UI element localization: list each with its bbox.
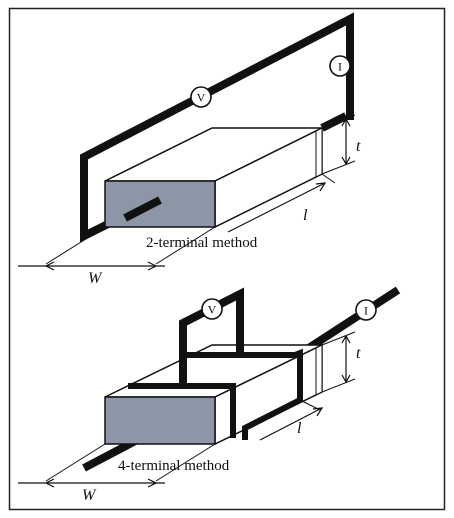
arrowhead (341, 374, 351, 384)
thickness-label: t (356, 138, 361, 155)
width-label: W (82, 487, 97, 504)
extension-line (155, 443, 216, 482)
voltmeter-label: V (208, 303, 217, 317)
sample-right-contact (315, 344, 323, 396)
ammeter-icon: I (329, 55, 351, 77)
extension-line (321, 378, 356, 393)
length-label: l (297, 420, 302, 437)
ammeter-label: I (364, 304, 368, 318)
extension-line (321, 331, 356, 346)
extension-line (45, 226, 106, 265)
voltage-probe-band-left (128, 383, 236, 438)
voltmeter-icon: V (190, 86, 212, 108)
caption-four-terminal: 4-terminal method (118, 458, 230, 474)
arrowhead (341, 117, 351, 127)
extension-line (155, 226, 216, 265)
sample-right-contact (315, 127, 323, 178)
ammeter-icon: I (355, 299, 377, 321)
length-dimension-line (227, 182, 326, 233)
arrowhead (147, 478, 158, 488)
arrowhead (341, 156, 351, 166)
extension-line (321, 114, 356, 129)
panel-two-terminal: V I t l W 2-terminal method (18, 12, 361, 287)
arrowhead (312, 407, 324, 417)
figure-frame (8, 7, 446, 511)
caption-two-terminal: 2-terminal method (146, 235, 258, 251)
voltmeter-label: V (197, 91, 206, 105)
arrowhead (44, 478, 55, 488)
wire-left-contact (123, 196, 162, 222)
extension-line (321, 173, 336, 184)
arrowhead (341, 334, 351, 344)
voltage-probe-band-right (186, 348, 303, 440)
arrowhead (315, 182, 327, 192)
arrowhead (44, 261, 55, 271)
arrowhead (147, 261, 158, 271)
thickness-label: t (356, 345, 361, 362)
extension-line (321, 160, 356, 175)
voltmeter-icon: V (201, 298, 223, 320)
sample-front-face (104, 396, 216, 445)
circuit-wire-two-terminal (80, 12, 354, 243)
length-label: l (303, 207, 308, 224)
extension-line (45, 443, 106, 482)
ammeter-label: I (338, 60, 342, 74)
current-wire-right (298, 286, 401, 357)
panel-four-terminal: V I t l W 4-terminal method (18, 286, 401, 504)
length-dimension-line (259, 407, 323, 441)
width-label: W (88, 270, 103, 287)
